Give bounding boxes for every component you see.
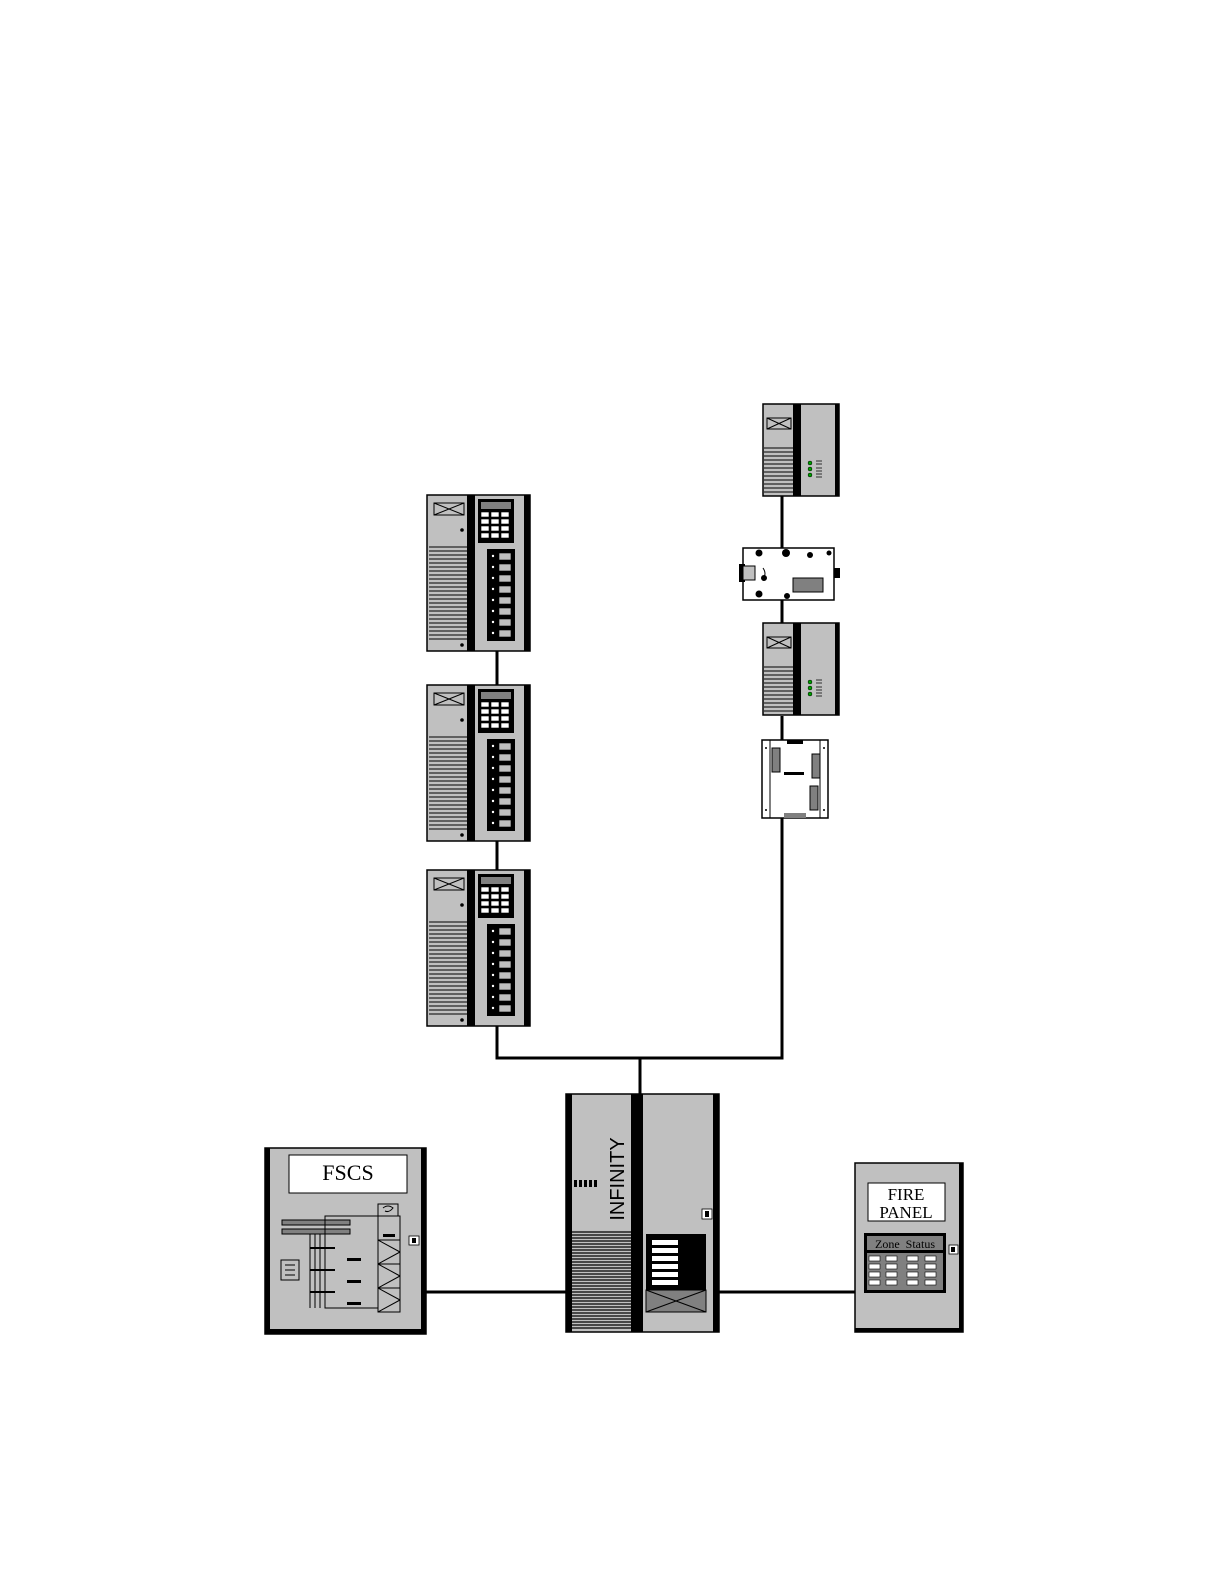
fscs-label: FSCS bbox=[322, 1160, 373, 1185]
led-module-top bbox=[763, 404, 839, 496]
circuit-board-module bbox=[739, 548, 840, 600]
keypad-controller-middle bbox=[427, 685, 530, 841]
fire-panel-label-line2: PANEL bbox=[879, 1203, 932, 1222]
fscs-panel: FSCS bbox=[265, 1148, 426, 1334]
led-module-bottom bbox=[763, 623, 839, 715]
fire-panel: FIRE PANEL Zone Status bbox=[855, 1163, 963, 1332]
infinity-label: INFINITY bbox=[607, 1137, 629, 1220]
infinity-main-panel: INFINITY bbox=[566, 1094, 719, 1332]
keypad-controller-top bbox=[427, 495, 530, 651]
fire-panel-label-line1: FIRE bbox=[888, 1185, 925, 1204]
enclosure-module bbox=[762, 740, 828, 818]
keypad-controller-bottom bbox=[427, 870, 530, 1026]
zone-status-label: Zone Status bbox=[875, 1237, 935, 1251]
